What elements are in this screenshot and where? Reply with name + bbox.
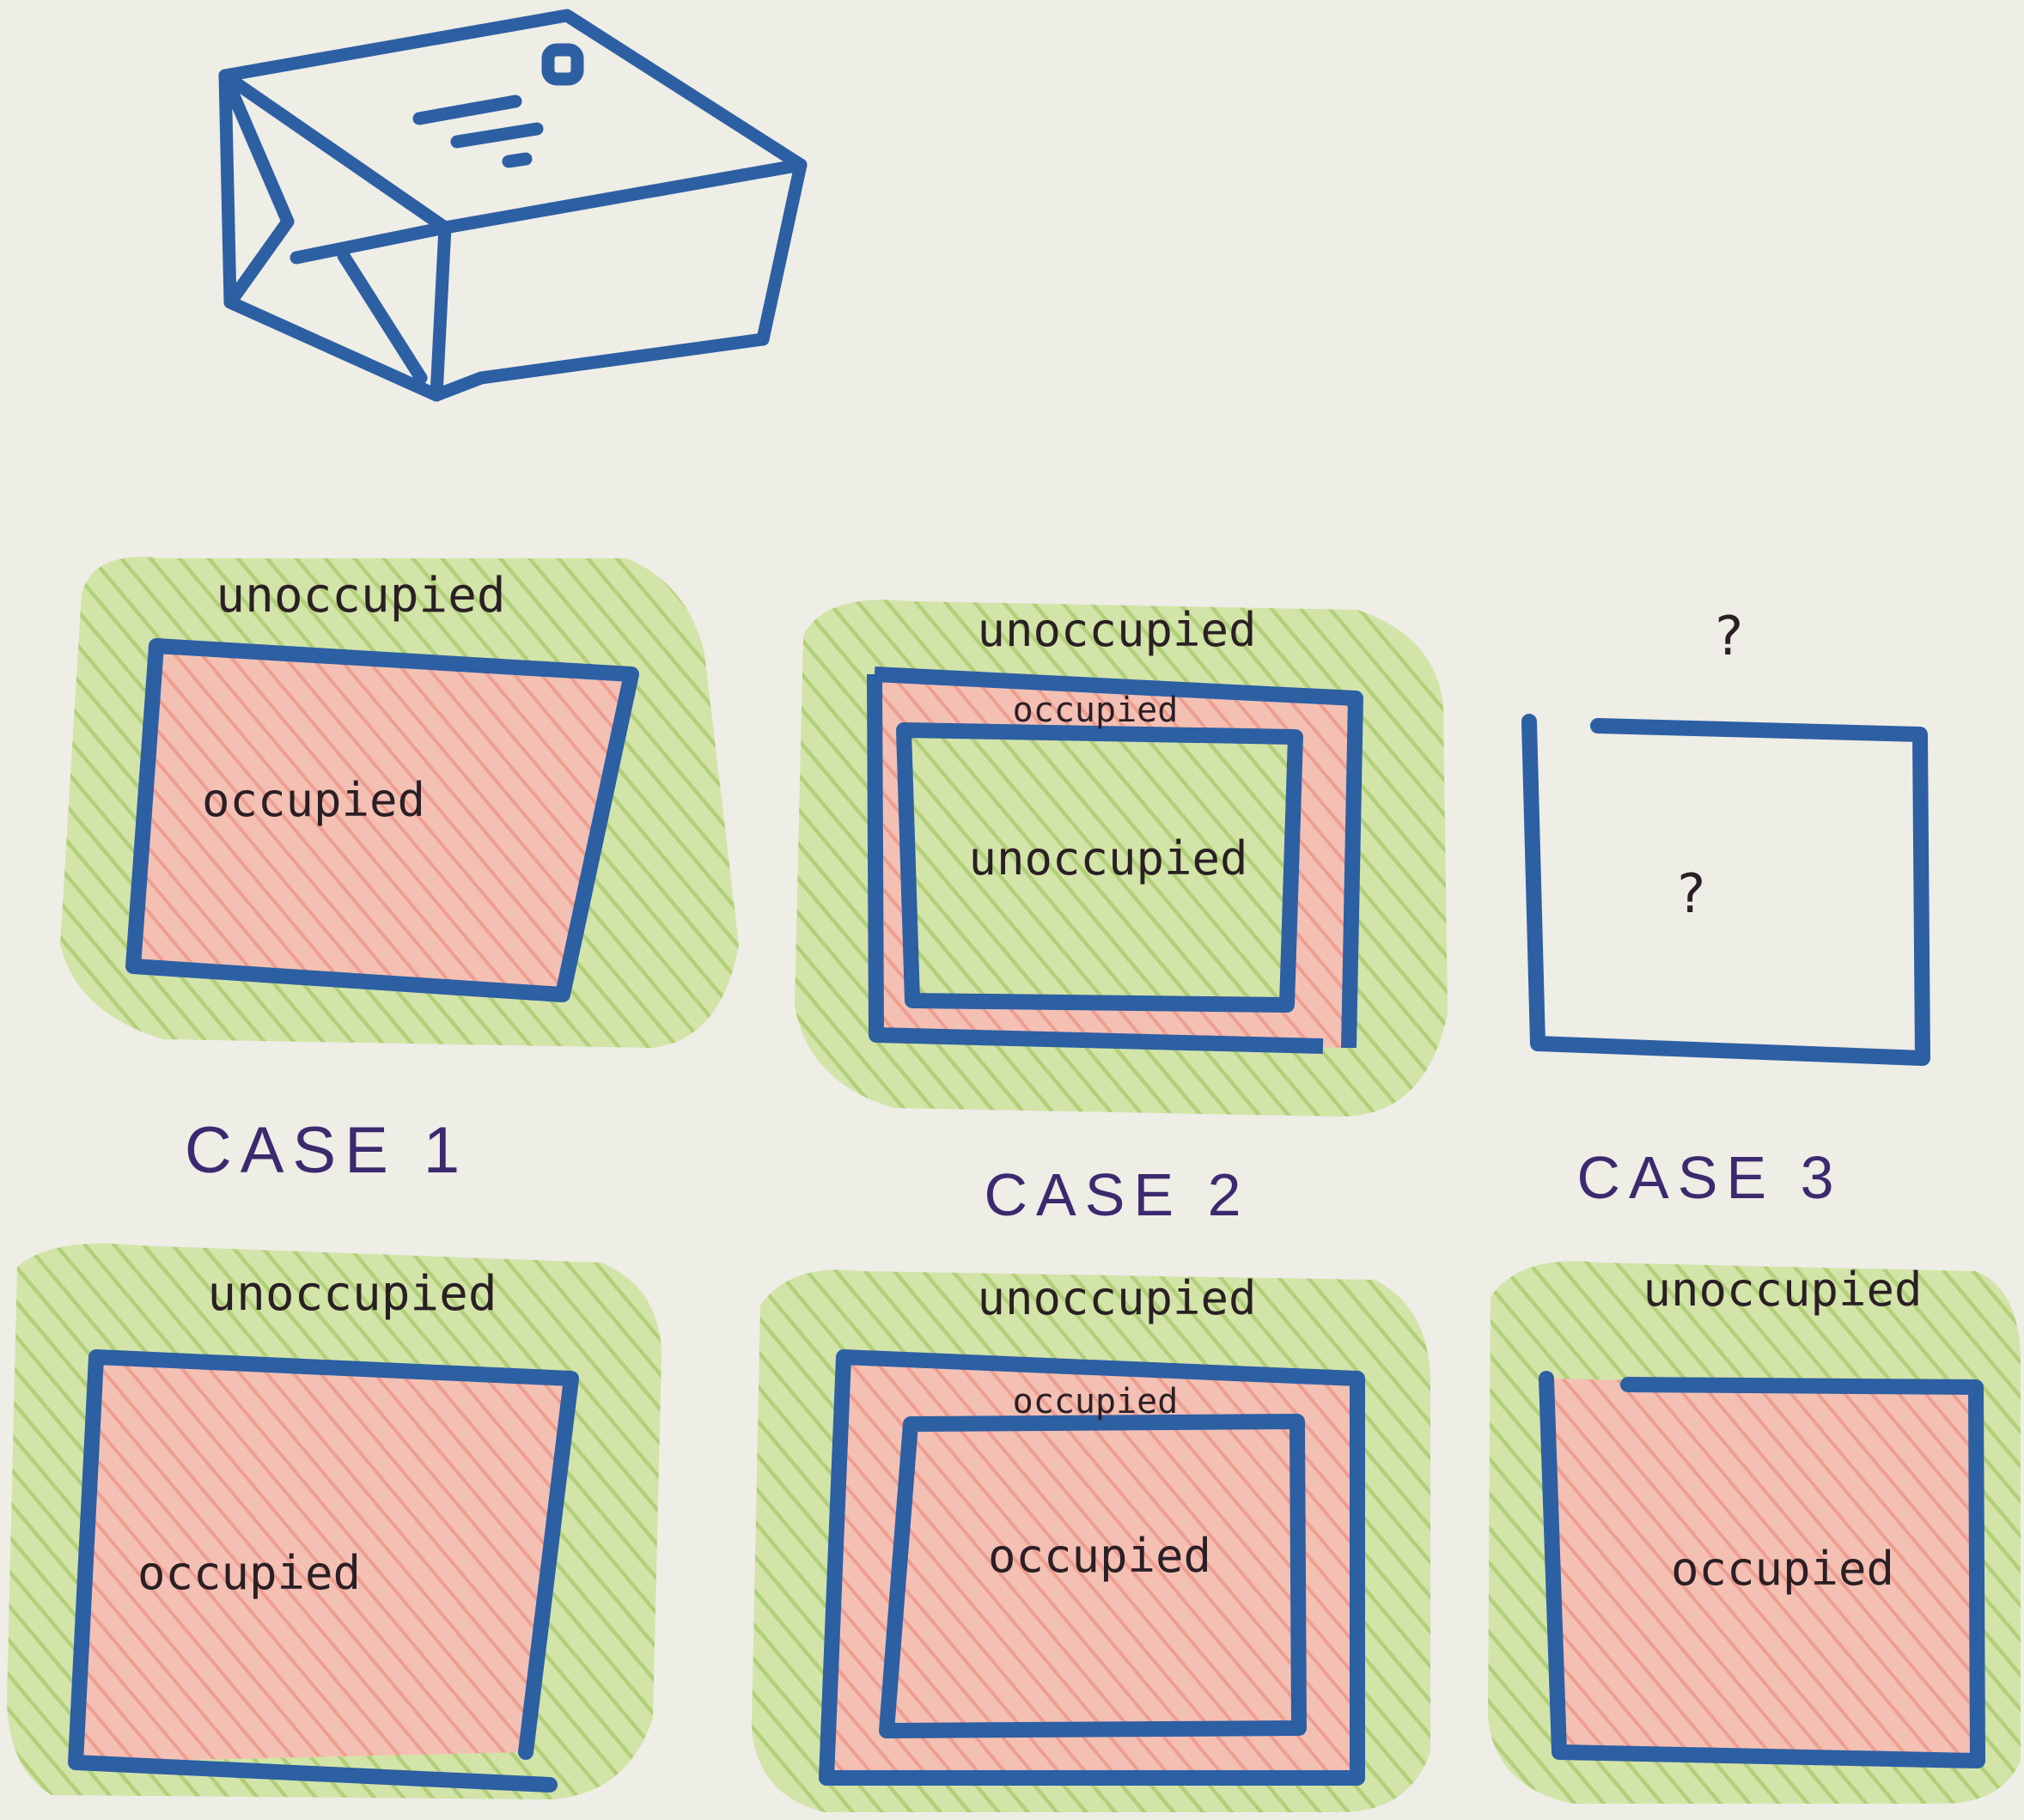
parcel-address-line-3	[502, 152, 533, 168]
top-case2-ring-label: occupied	[1013, 691, 1179, 730]
top-case2-inner-label: unoccupied	[968, 831, 1247, 886]
parcel-front-edge	[430, 221, 452, 402]
bottom-case3-occupied-area	[1546, 1379, 1978, 1761]
top-case3-diagram: ? ?	[1521, 605, 1930, 1066]
parcel-stamp	[541, 43, 584, 86]
top-case1-outer-label: unoccupied	[216, 568, 505, 624]
parcel-box-icon	[218, 9, 808, 402]
bottom-case2-ring-label: occupied	[1013, 1382, 1179, 1421]
parcel-right-edge	[756, 158, 808, 346]
bottom-case1-diagram: unoccupied occupied	[7, 1243, 661, 1799]
case2-title: CASE 2	[985, 1161, 1250, 1228]
top-case1-occupied-area	[133, 646, 631, 995]
top-case2-outer-outline	[867, 667, 1363, 1054]
top-case2-outer-label: unoccupied	[977, 603, 1256, 657]
top-case3-box-outline	[1521, 714, 1930, 1066]
bottom-case2-inner-label: occupied	[988, 1529, 1211, 1583]
bottom-case2-outer-label: unoccupied	[977, 1271, 1256, 1325]
parcel-address-line-2	[450, 122, 544, 149]
bottom-case2-inner-occupied-area	[887, 1421, 1299, 1731]
top-case2-diagram: unoccupied occupied unoccupied	[795, 600, 1448, 1117]
top-case1-box-outline	[125, 638, 639, 1002]
parcel-bottom-edge	[430, 332, 770, 402]
bottom-case1-outer-label: unoccupied	[207, 1266, 497, 1322]
parcel-top-face	[218, 9, 808, 234]
bottom-case3-box-outline	[1539, 1371, 1985, 1768]
case1-title: CASE 1	[185, 1114, 468, 1187]
top-case1-inner-label: occupied	[202, 773, 425, 827]
bottom-case3-outer-label: unoccupied	[1643, 1263, 1922, 1317]
bottom-case2-inner-outline	[879, 1414, 1307, 1738]
parcel-address-line-1	[412, 94, 522, 125]
parcel-flap-line	[290, 221, 452, 265]
top-case2-inner-outline	[896, 722, 1303, 1013]
bottom-case1-occupied-area	[76, 1357, 571, 1762]
bottom-case3-inner-label: occupied	[1671, 1542, 1894, 1596]
case3-title: CASE 3	[1577, 1144, 1843, 1211]
parcel-flap-diagonal	[337, 249, 428, 385]
bottom-case1-inner-label: occupied	[137, 1546, 361, 1600]
bottom-case2-diagram: unoccupied occupied occupied	[752, 1269, 1430, 1812]
bottom-case2-outer-outline	[819, 1349, 1365, 1786]
top-case2-inner-unoccupied-area	[904, 730, 1295, 1005]
top-case3-inner-label: ?	[1674, 862, 1706, 925]
bottom-case1-box-outline	[68, 1349, 579, 1793]
bottom-case3-diagram: unoccupied occupied	[1488, 1261, 2021, 1804]
top-case3-outer-label: ?	[1712, 605, 1744, 667]
top-case1-diagram: unoccupied occupied	[60, 557, 739, 1048]
parcel-flap-fold	[218, 69, 295, 309]
